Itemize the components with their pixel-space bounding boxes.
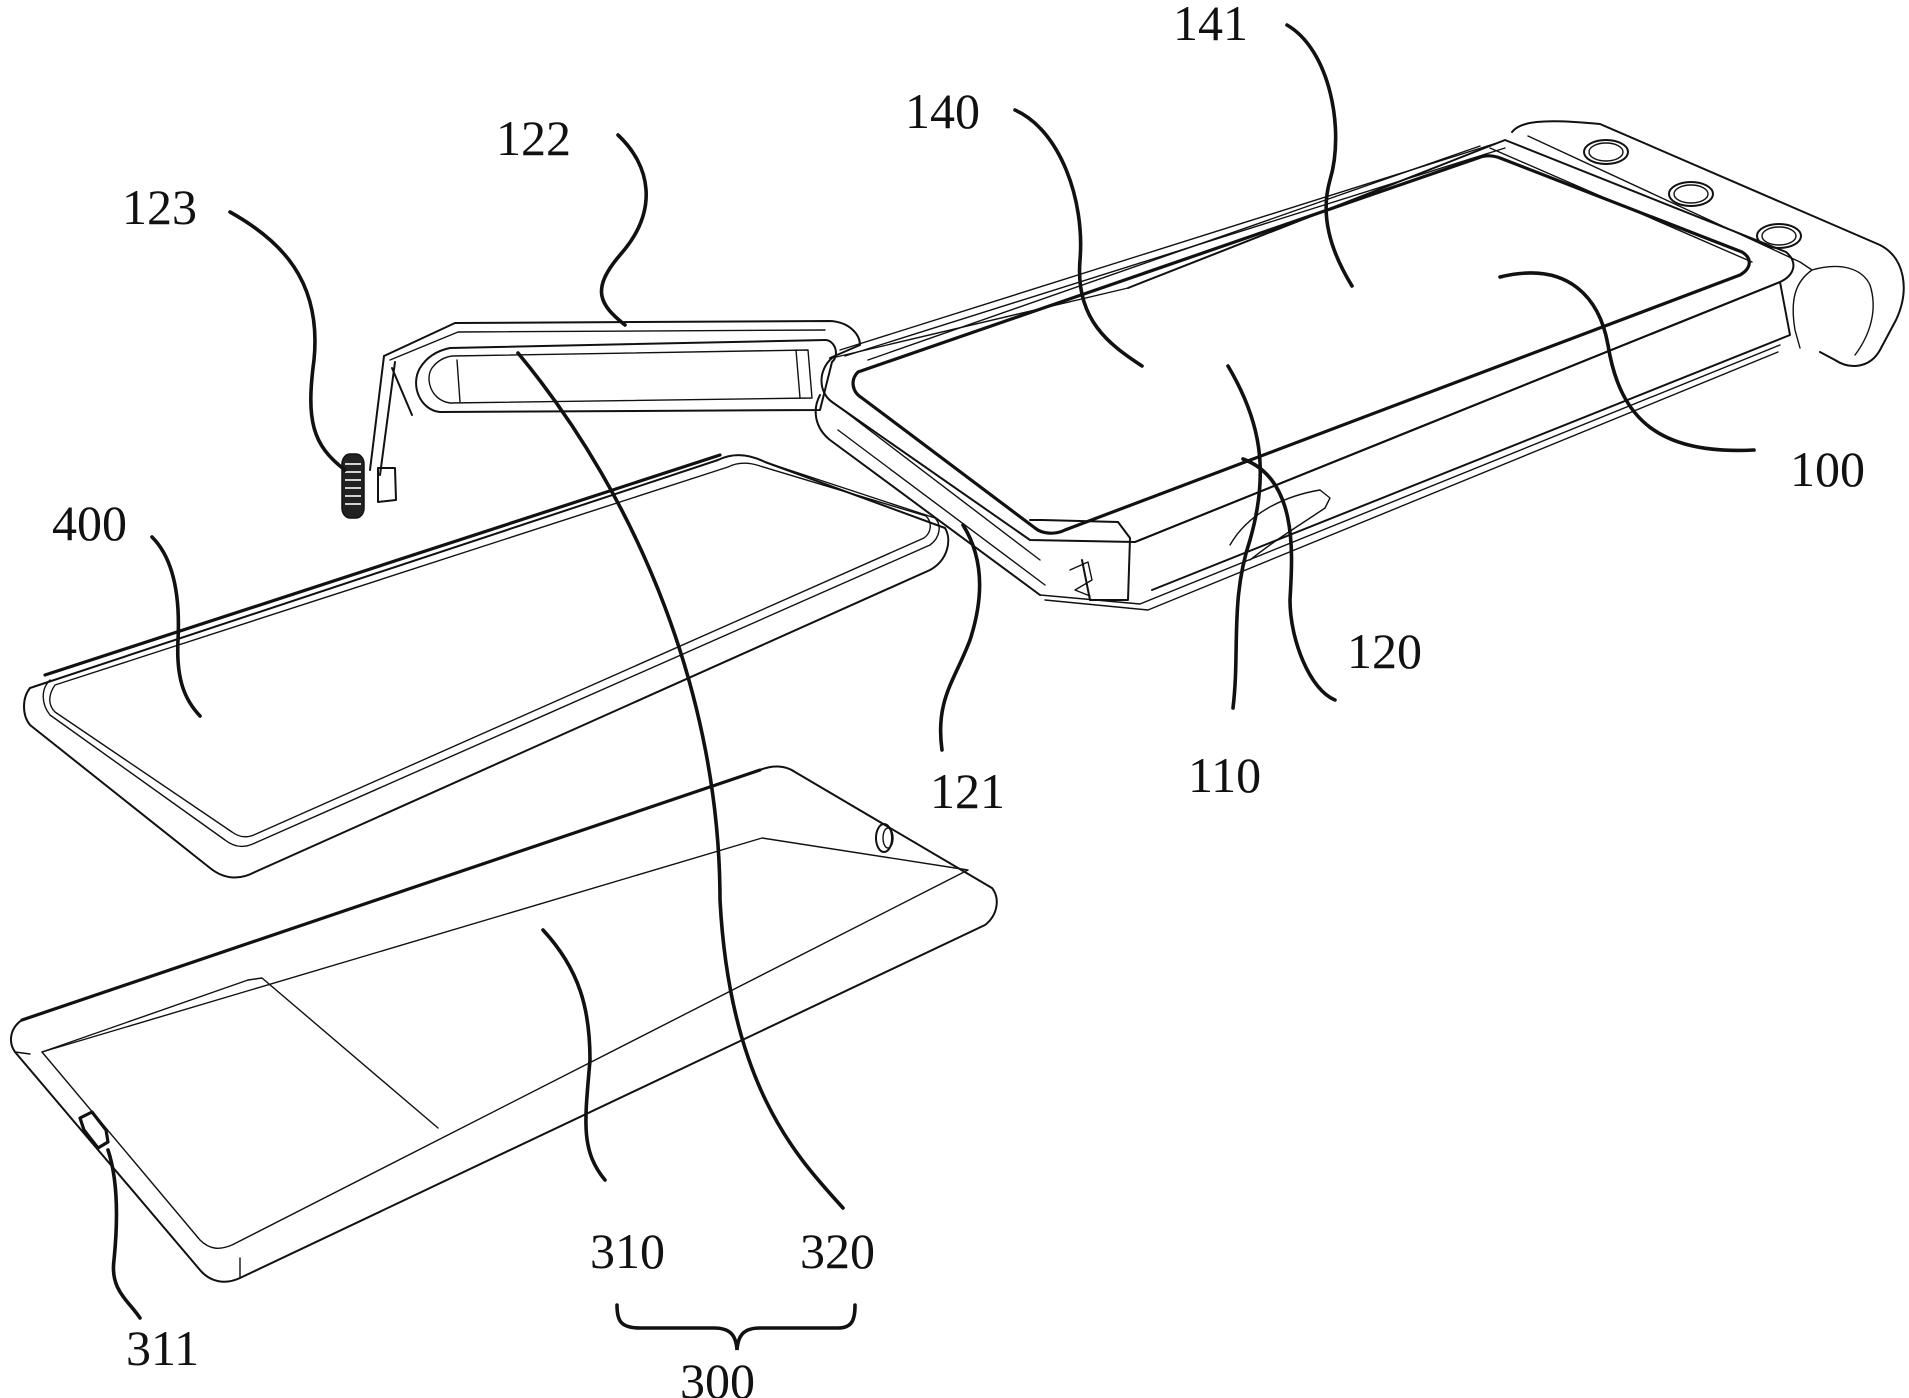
end-cap-side	[1811, 265, 1874, 356]
leader-400	[150, 535, 202, 718]
tray-outer	[9, 765, 998, 1283]
arm-slot	[415, 339, 837, 413]
main-body	[814, 120, 1905, 611]
label-311: 311	[126, 1320, 199, 1376]
side-wall-lower	[1039, 344, 1781, 611]
cover-plate	[23, 453, 950, 879]
arm-outer-rim	[389, 329, 826, 361]
arm-slot-end	[456, 349, 801, 403]
tray-pin-icon	[875, 823, 893, 853]
end-cap-top	[1511, 120, 1905, 367]
reference-labels: 100 110 120 121 122 123 140 141 300 310 …	[52, 0, 1865, 1398]
arm-assembly	[341, 320, 861, 519]
leader-110	[1226, 364, 1263, 710]
button-icon	[1761, 226, 1797, 246]
label-110: 110	[1188, 747, 1261, 803]
leader-122	[599, 133, 648, 327]
arm-leg	[369, 355, 413, 476]
knob-teeth	[345, 463, 361, 505]
button-icon	[1588, 142, 1624, 162]
button-icon	[1583, 139, 1629, 165]
cover-top-edge	[43, 453, 722, 677]
knob-icon	[341, 453, 365, 519]
tab-icon	[78, 1110, 110, 1150]
tray-assembly	[9, 765, 998, 1283]
cover-outer	[23, 454, 950, 879]
label-120: 120	[1347, 623, 1422, 679]
tray-divider	[247, 977, 439, 1129]
window-inner	[851, 154, 1751, 535]
leader-100	[1498, 271, 1756, 453]
label-123: 123	[122, 179, 197, 235]
button-icon	[1673, 184, 1709, 204]
tray-divider-top	[41, 979, 249, 1053]
corner-detail	[1069, 561, 1093, 597]
left-side	[814, 394, 1041, 596]
label-320: 320	[800, 1223, 875, 1279]
leader-120	[1241, 457, 1337, 702]
label-300: 300	[680, 1353, 755, 1398]
label-141: 141	[1173, 0, 1248, 51]
leader-311	[106, 1148, 142, 1320]
arm-outer	[383, 320, 861, 359]
cover-rim-1	[42, 461, 940, 848]
tray-lower-rim	[14, 1051, 241, 1279]
label-140: 140	[905, 83, 980, 139]
window-bevel	[867, 145, 1753, 361]
leader-123	[228, 210, 347, 472]
end-cap-inner	[1527, 135, 1813, 349]
knob-bracket	[377, 467, 397, 503]
side-wall	[1134, 281, 1791, 591]
tray-pin-icon	[882, 827, 894, 849]
leader-320	[516, 351, 845, 1210]
frame-outer-inner-rim	[831, 287, 1129, 359]
left-side-rim	[829, 399, 1046, 586]
leader-140	[1013, 108, 1144, 368]
frame-outer	[820, 139, 1795, 543]
cover-rim-2	[49, 462, 931, 838]
label-100: 100	[1790, 441, 1865, 497]
leader-141	[1285, 23, 1354, 288]
button-icon	[1756, 223, 1802, 249]
tray-top-edge	[20, 768, 762, 1022]
arm-slot-inner	[428, 349, 813, 404]
tray-inner	[41, 837, 969, 1249]
frame-top-rail	[839, 141, 1506, 357]
leader-lines	[106, 23, 1756, 1351]
bracket-300	[615, 1303, 857, 1351]
button-icon	[1668, 181, 1714, 207]
label-122: 122	[496, 110, 571, 166]
leader-121	[938, 523, 982, 752]
label-310: 310	[590, 1223, 665, 1279]
label-121: 121	[930, 763, 1005, 819]
label-400: 400	[52, 495, 127, 551]
leader-310	[541, 928, 607, 1182]
